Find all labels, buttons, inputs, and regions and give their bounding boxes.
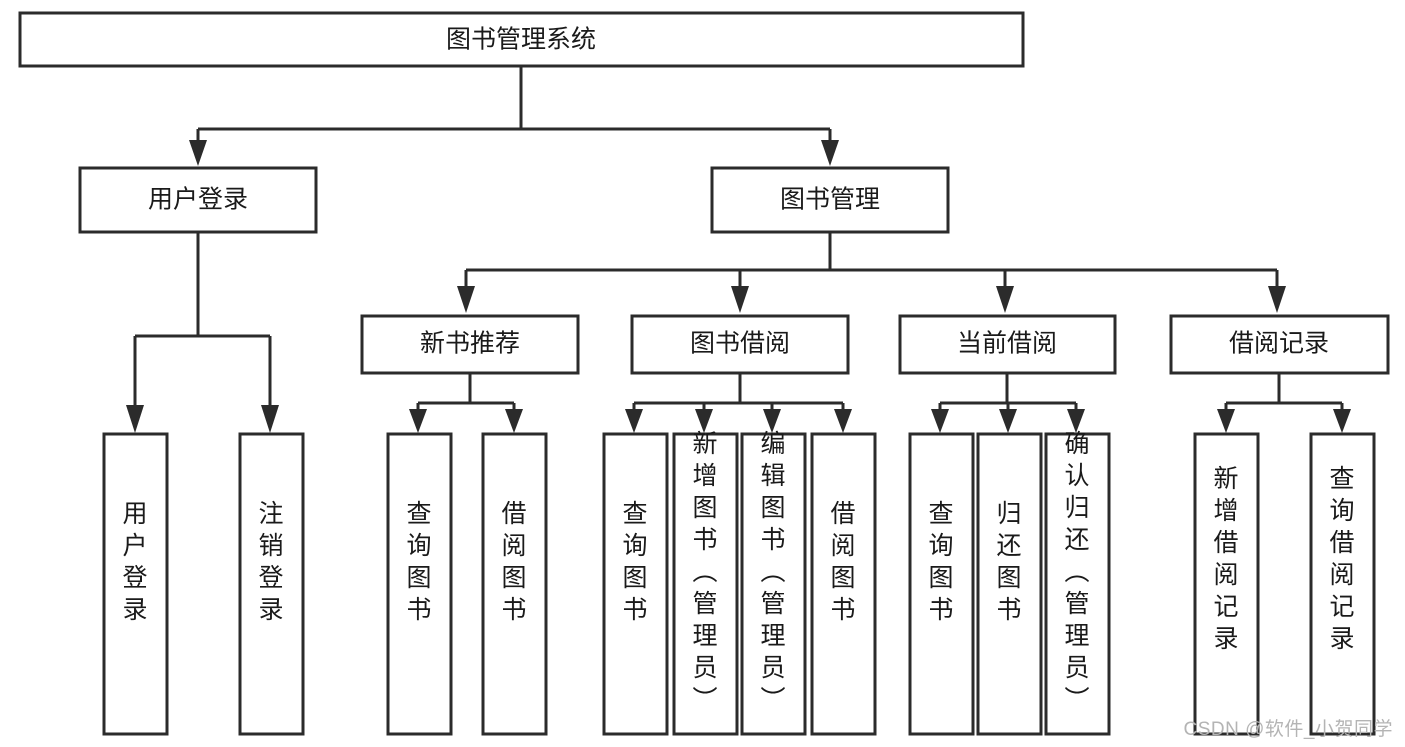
arrow-head-leaf-add-record	[1217, 409, 1235, 433]
arrow-head-leaf-return-book	[999, 409, 1017, 433]
leaf-node-query-book-1[interactable]: 查询图书	[386, 432, 453, 736]
leaf-node-user-login[interactable]: 用户登录	[102, 432, 169, 736]
node-book-borrow[interactable]: 图书借阅	[630, 314, 850, 375]
leaf-node-logout[interactable]: 注销登录	[238, 432, 305, 736]
arrow-head-leaf-borrow-book-1	[505, 409, 523, 433]
leaf-query-book-3-box[interactable]	[908, 432, 975, 736]
node-new-book-recommend[interactable]: 新书推荐	[360, 314, 580, 375]
leaf-user-login-label: 用户登录	[122, 500, 147, 624]
node-book-borrow-box[interactable]	[630, 314, 850, 375]
node-user-login[interactable]: 用户登录	[78, 166, 318, 234]
node-borrow-record-label: 借阅记录	[1229, 330, 1329, 358]
node-book-borrow-label: 图书借阅	[690, 330, 790, 358]
leaf-add-record-label: 新增借阅记录	[1213, 465, 1238, 653]
node-root-box[interactable]	[18, 11, 1025, 68]
arrow-head-leaf-borrow-book-2	[834, 409, 852, 433]
leaf-borrow-book-2-label: 借阅图书	[830, 500, 855, 624]
leaf-query-book-2-box[interactable]	[602, 432, 669, 736]
node-current-borrow-box[interactable]	[898, 314, 1117, 375]
leaf-node-add-book[interactable]: 新增图书︵管理员︶	[672, 430, 739, 736]
node-root[interactable]: 图书管理系统	[18, 11, 1025, 68]
arrow-head-borrow-record	[1268, 286, 1286, 313]
arrow-head-leaf-logout	[261, 405, 279, 433]
arrow-head-leaf-add-book	[695, 409, 713, 433]
leaf-query-book-1-box[interactable]	[386, 432, 453, 736]
node-book-manage[interactable]: 图书管理	[710, 166, 950, 234]
connectors-layer	[126, 66, 1351, 433]
arrow-head-leaf-query-book-1	[409, 409, 427, 433]
arrow-head-current-borrow	[996, 286, 1014, 313]
node-book-manage-box[interactable]	[710, 166, 950, 234]
leaf-logout-box[interactable]	[238, 432, 305, 736]
leaf-query-book-3-label: 查询图书	[928, 500, 953, 624]
leaf-node-borrow-book-1[interactable]: 借阅图书	[481, 432, 548, 736]
leaf-borrow-book-1-box[interactable]	[481, 432, 548, 736]
arrow-head-book-borrow	[731, 286, 749, 313]
leaf-add-book-label: 新增图书︵管理员︶	[692, 430, 717, 714]
leaf-edit-book-label: 编辑图书︵管理员︶	[760, 430, 785, 714]
leaf-node-borrow-book-2[interactable]: 借阅图书	[810, 432, 877, 736]
node-user-login-label: 用户登录	[148, 186, 248, 214]
leaf-node-confirm-return[interactable]: 确认归还︵管理员︶	[1044, 430, 1111, 736]
leaf-query-record-label: 查询借阅记录	[1329, 465, 1354, 653]
node-new-book-recommend-box[interactable]	[360, 314, 580, 375]
node-borrow-record-box[interactable]	[1169, 314, 1390, 375]
leaf-borrow-book-1-label: 借阅图书	[501, 500, 526, 624]
node-new-book-recommend-label: 新书推荐	[420, 330, 520, 358]
leaf-confirm-return-label: 确认归还︵管理员︶	[1064, 430, 1089, 714]
leaf-node-add-record[interactable]: 新增借阅记录	[1193, 432, 1260, 736]
leaf-return-book-label: 归还图书	[996, 500, 1021, 624]
arrow-head-leaf-user-login	[126, 405, 144, 433]
leaf-confirm-return-box[interactable]	[1044, 432, 1111, 736]
leaf-query-book-2-label: 查询图书	[622, 500, 647, 624]
arrow-head-leaf-query-record	[1333, 409, 1351, 433]
leaf-node-edit-book[interactable]: 编辑图书︵管理员︶	[740, 430, 807, 736]
arrow-head-new-book-recommend	[457, 286, 475, 313]
leaf-node-return-book[interactable]: 归还图书	[976, 432, 1043, 736]
leaf-node-query-book-2[interactable]: 查询图书	[602, 432, 669, 736]
arrow-head-book-manage	[821, 140, 839, 166]
arrow-head-leaf-query-book-2	[625, 409, 643, 433]
leaf-add-record-box[interactable]	[1193, 432, 1260, 736]
node-borrow-record[interactable]: 借阅记录	[1169, 314, 1390, 375]
leaf-edit-book-box[interactable]	[740, 432, 807, 736]
leaf-query-book-1-label: 查询图书	[406, 500, 431, 624]
leaf-query-record-box[interactable]	[1309, 432, 1376, 736]
arrow-head-leaf-query-book-3	[931, 409, 949, 433]
node-book-manage-label: 图书管理	[780, 186, 880, 214]
arrow-head-user-login	[189, 140, 207, 166]
leaf-logout-label: 注销登录	[258, 500, 283, 624]
arrow-head-leaf-edit-book	[763, 409, 781, 433]
node-root-label: 图书管理系统	[446, 26, 596, 54]
leaf-user-login-box[interactable]	[102, 432, 169, 736]
arrow-head-leaf-confirm-return	[1067, 409, 1085, 433]
leaf-node-query-book-3[interactable]: 查询图书	[908, 432, 975, 736]
node-user-login-box[interactable]	[78, 166, 318, 234]
leaf-add-book-box[interactable]	[672, 432, 739, 736]
node-current-borrow-label: 当前借阅	[957, 330, 1057, 358]
node-current-borrow[interactable]: 当前借阅	[898, 314, 1117, 375]
leaf-node-query-record[interactable]: 查询借阅记录	[1309, 432, 1376, 736]
leaf-return-book-box[interactable]	[976, 432, 1043, 736]
leaf-borrow-book-2-box[interactable]	[810, 432, 877, 736]
